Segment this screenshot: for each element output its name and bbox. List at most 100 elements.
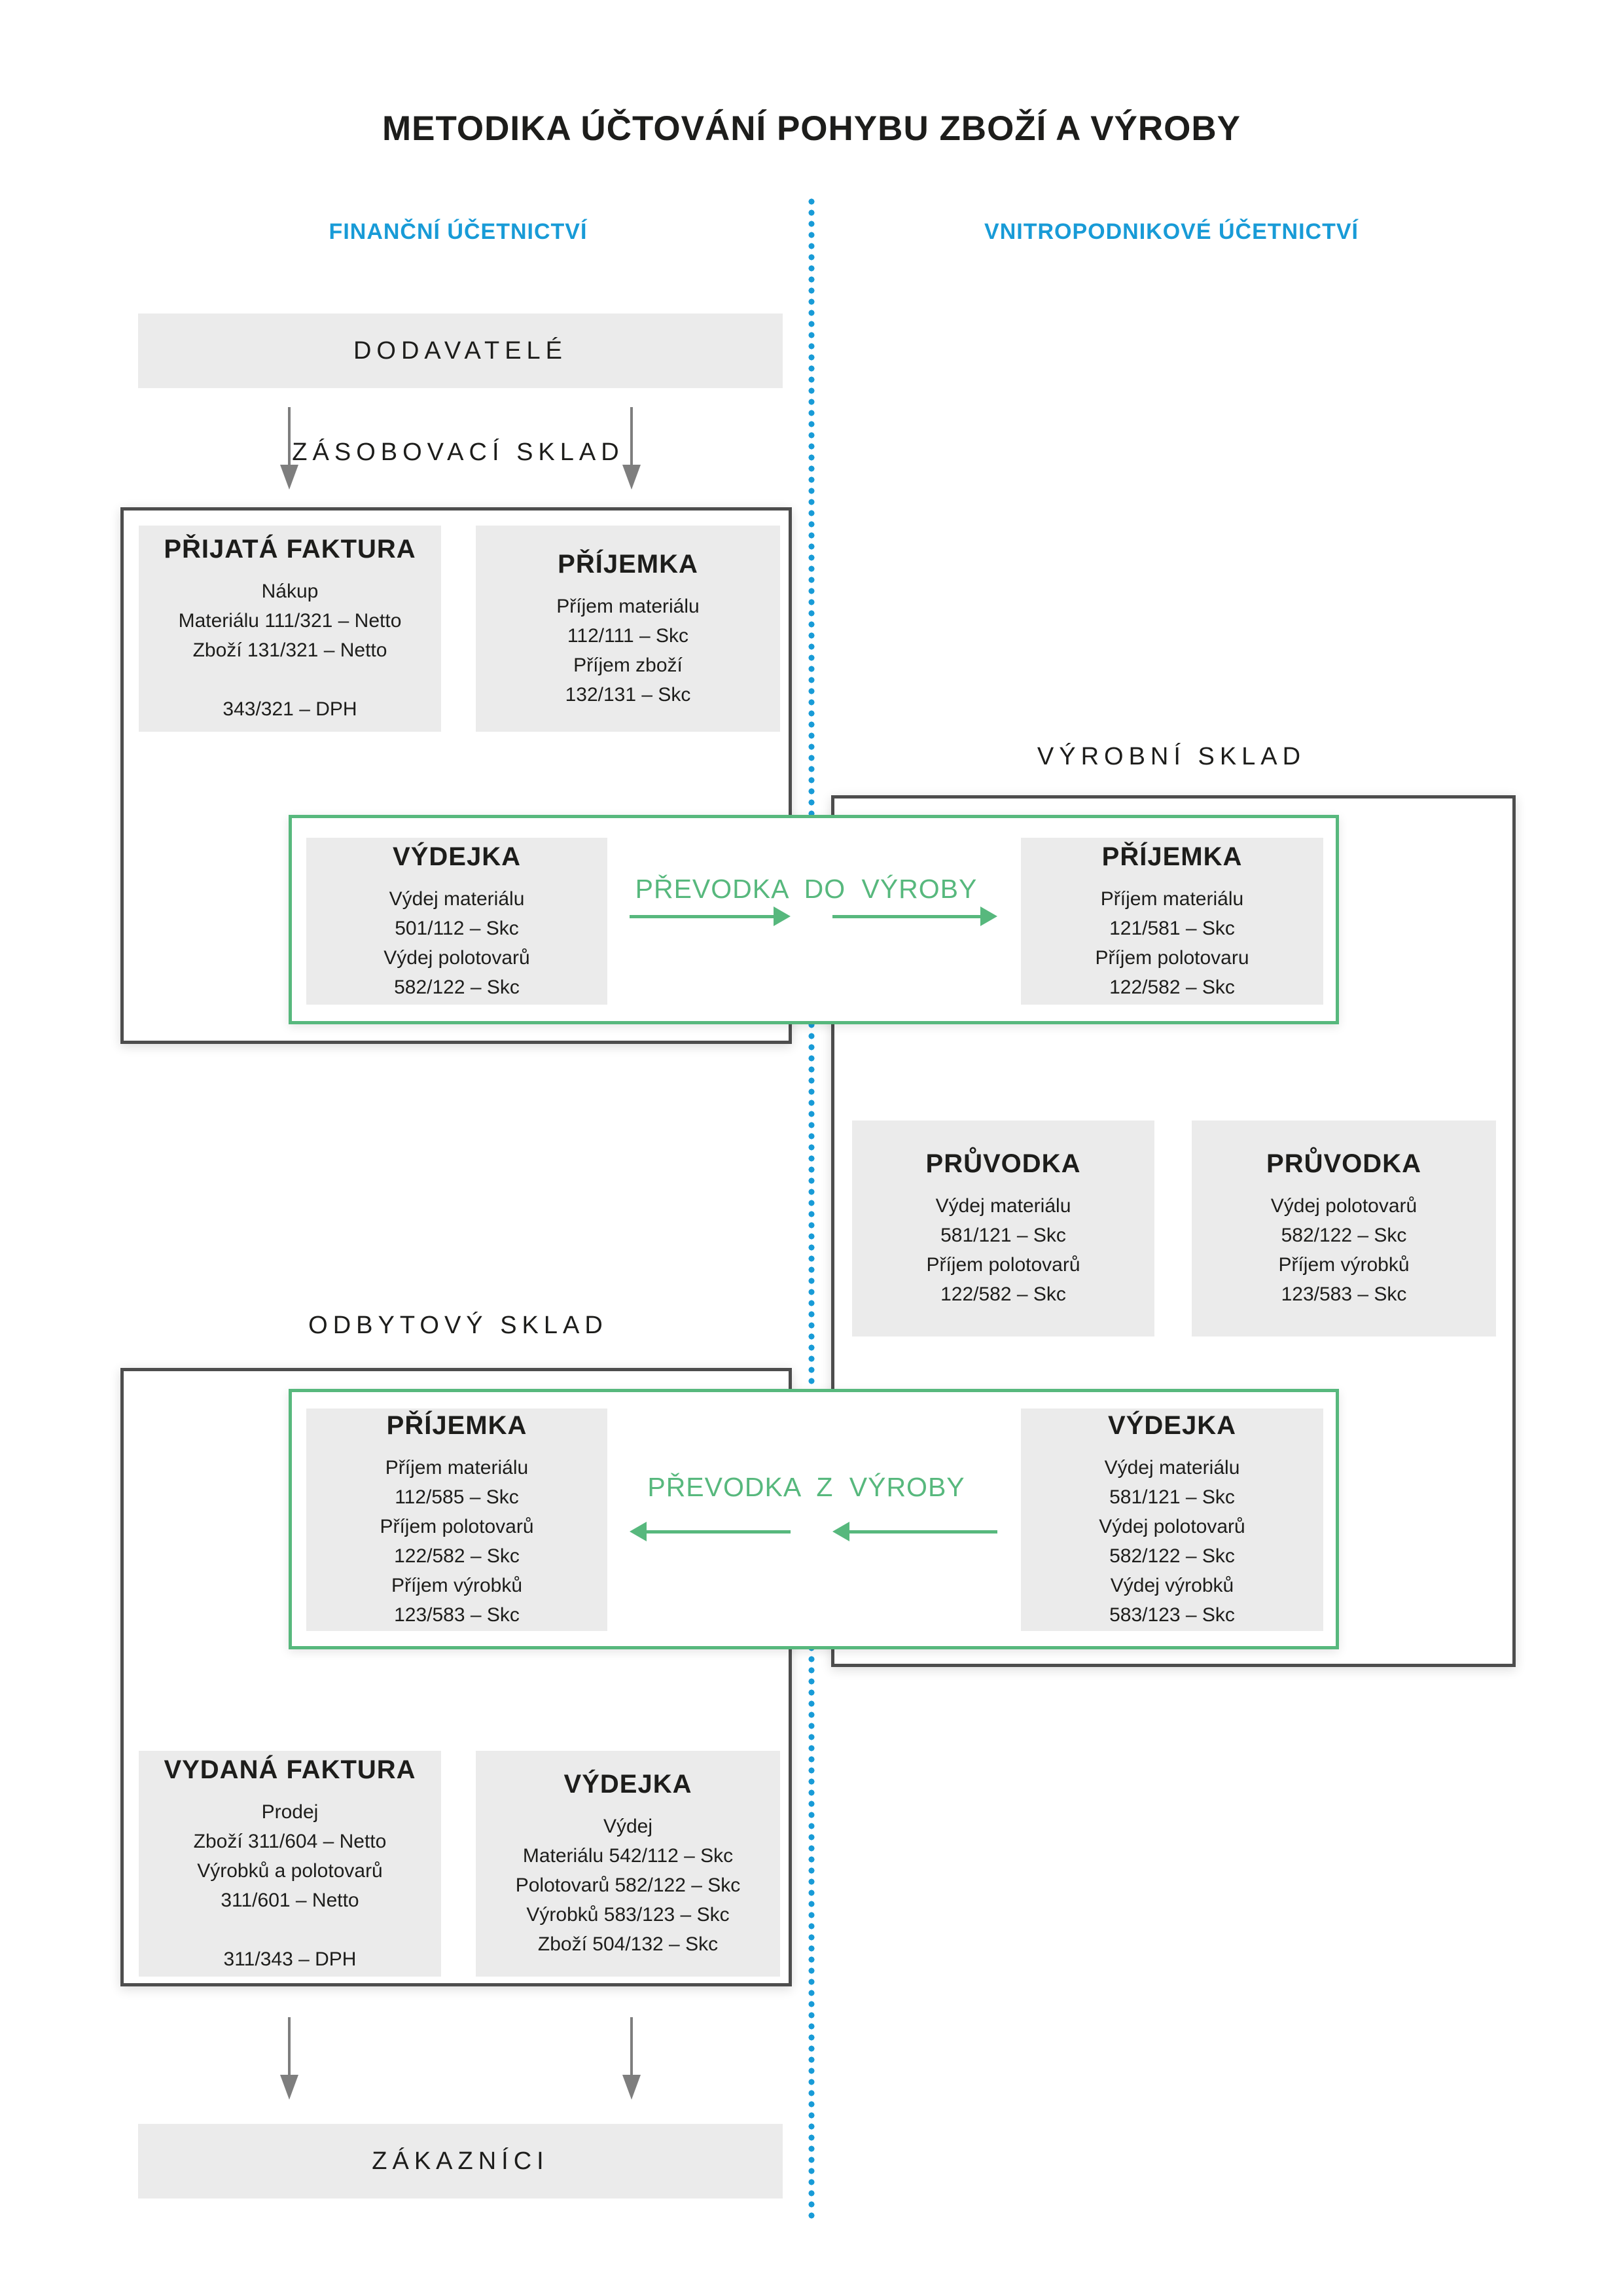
column-header-financial: FINANČNÍ ÚČETNICTVÍ — [329, 219, 588, 244]
arrow-down-icon — [622, 2017, 641, 2100]
card-line: 501/112 – Skc — [395, 917, 519, 939]
card-title: VÝDEJKA — [563, 1770, 692, 1799]
card-line: 123/583 – Skc — [1281, 1283, 1407, 1305]
arrow-right-icon — [832, 906, 997, 926]
section-label-sales-warehouse: ODBYTOVÝ SKLAD — [308, 1312, 608, 1339]
transfer-to-production-label: PŘEVODKA DO VÝROBY — [635, 874, 978, 904]
card-line: Nákup — [261, 581, 319, 602]
card-title: PŘÍJEMKA — [1101, 842, 1243, 871]
arrow-right-icon — [630, 906, 791, 926]
page-title: METODIKA ÚČTOVÁNÍ POHYBU ZBOŽÍ A VÝROBY — [382, 109, 1241, 148]
card-line: 582/122 – Skc — [1109, 1545, 1235, 1567]
card-line: Výrobků 583/123 – Skc — [526, 1904, 730, 1926]
card-line: 311/343 – DPH — [223, 1948, 357, 1970]
card-line: 122/582 – Skc — [394, 1545, 520, 1567]
arrow-left-icon — [630, 1522, 791, 1541]
card-title: PRŮVODKA — [925, 1149, 1081, 1178]
card-title: VÝDEJKA — [393, 842, 521, 871]
card-line: 343/321 – DPH — [223, 698, 357, 720]
card-title: PŘÍJEMKA — [386, 1411, 527, 1440]
card-line: 581/121 – Skc — [940, 1225, 1066, 1246]
card-line: 121/581 – Skc — [1109, 917, 1235, 939]
card-line: Příjem výrobků — [391, 1575, 523, 1596]
dotted-divider-line — [808, 196, 815, 2219]
card-line: Výdej — [603, 1816, 653, 1837]
card-line: Výrobků a polotovarů — [197, 1859, 383, 1882]
section-label-supply-warehouse: ZÁSOBOVACÍ SKLAD — [292, 439, 624, 466]
card-line — [179, 665, 402, 694]
card-line: 583/123 – Skc — [1109, 1604, 1235, 1626]
card-line: 582/122 – Skc — [1281, 1225, 1407, 1246]
card-title: VYDANÁ FAKTURA — [164, 1755, 416, 1784]
card-line: Zboží 311/604 – Netto — [193, 1830, 387, 1852]
card-line: Příjem polotovarů — [926, 1254, 1080, 1276]
arrow-down-icon — [280, 407, 298, 490]
card-line: 582/122 – Skc — [394, 976, 520, 998]
card-line: Materiálu 111/321 – Netto — [178, 610, 402, 632]
card-line: Výdej polotovarů — [1099, 1516, 1245, 1537]
arrow-down-icon — [280, 2017, 298, 2100]
card-line: Příjem materiálu — [1100, 888, 1244, 910]
card-line: Výdej materiálu — [1104, 1457, 1240, 1479]
card-line: Příjem materiálu — [556, 595, 700, 617]
column-header-internal: VNITROPODNIKOVÉ ÚČETNICTVÍ — [984, 219, 1359, 244]
card-line: 581/121 – Skc — [1109, 1486, 1235, 1508]
card-line: Příjem materiálu — [385, 1457, 529, 1479]
transfer-from-production-label: PŘEVODKA Z VÝROBY — [647, 1472, 965, 1502]
card-line: Zboží 504/132 – Skc — [537, 1933, 719, 1955]
suppliers-box: DODAVATELÉ — [138, 314, 783, 388]
arrow-down-icon — [622, 407, 641, 490]
card-line: 132/131 – Skc — [565, 683, 691, 706]
card-title: PRŮVODKA — [1266, 1149, 1421, 1178]
card-line: Příjem polotovarů — [380, 1516, 534, 1537]
card-line: 123/583 – Skc — [394, 1604, 520, 1626]
card-line: Výdej výrobků — [1110, 1575, 1234, 1596]
card-line: 122/582 – Skc — [940, 1283, 1066, 1305]
suppliers-label: DODAVATELÉ — [353, 336, 568, 365]
card-line: 112/111 – Skc — [567, 624, 689, 647]
sales-warehouse-frame — [120, 1368, 792, 1986]
section-label-production-warehouse: VÝROBNÍ SKLAD — [1037, 743, 1306, 770]
supply-warehouse-frame — [120, 507, 792, 1044]
card-title: PŘÍJEMKA — [558, 549, 698, 579]
card-line — [194, 1915, 387, 1945]
production-warehouse-frame — [831, 795, 1516, 1667]
card-title: VÝDEJKA — [1108, 1411, 1236, 1440]
arrow-left-icon — [832, 1522, 997, 1541]
customers-label: ZÁKAZNÍCI — [372, 2147, 549, 2175]
card-line: Výdej materiálu — [389, 888, 525, 910]
card-line: Příjem polotovaru — [1095, 946, 1249, 969]
card-line: Prodej — [261, 1801, 319, 1823]
card-line: Příjem zboží — [573, 654, 683, 676]
card-line: Zboží 131/321 – Netto — [192, 639, 387, 661]
card-line: Výdej polotovarů — [383, 946, 530, 969]
card-line: Výdej polotovarů — [1270, 1195, 1418, 1217]
customers-box: ZÁKAZNÍCI — [138, 2124, 783, 2198]
card-line: Polotovarů 582/122 – Skc — [515, 1874, 741, 1896]
card-title: PŘIJATÁ FAKTURA — [164, 535, 416, 564]
card-line: Výdej materiálu — [935, 1195, 1071, 1217]
card-line: 112/585 – Skc — [395, 1486, 519, 1508]
card-line: Materiálu 542/112 – Skc — [522, 1845, 734, 1867]
